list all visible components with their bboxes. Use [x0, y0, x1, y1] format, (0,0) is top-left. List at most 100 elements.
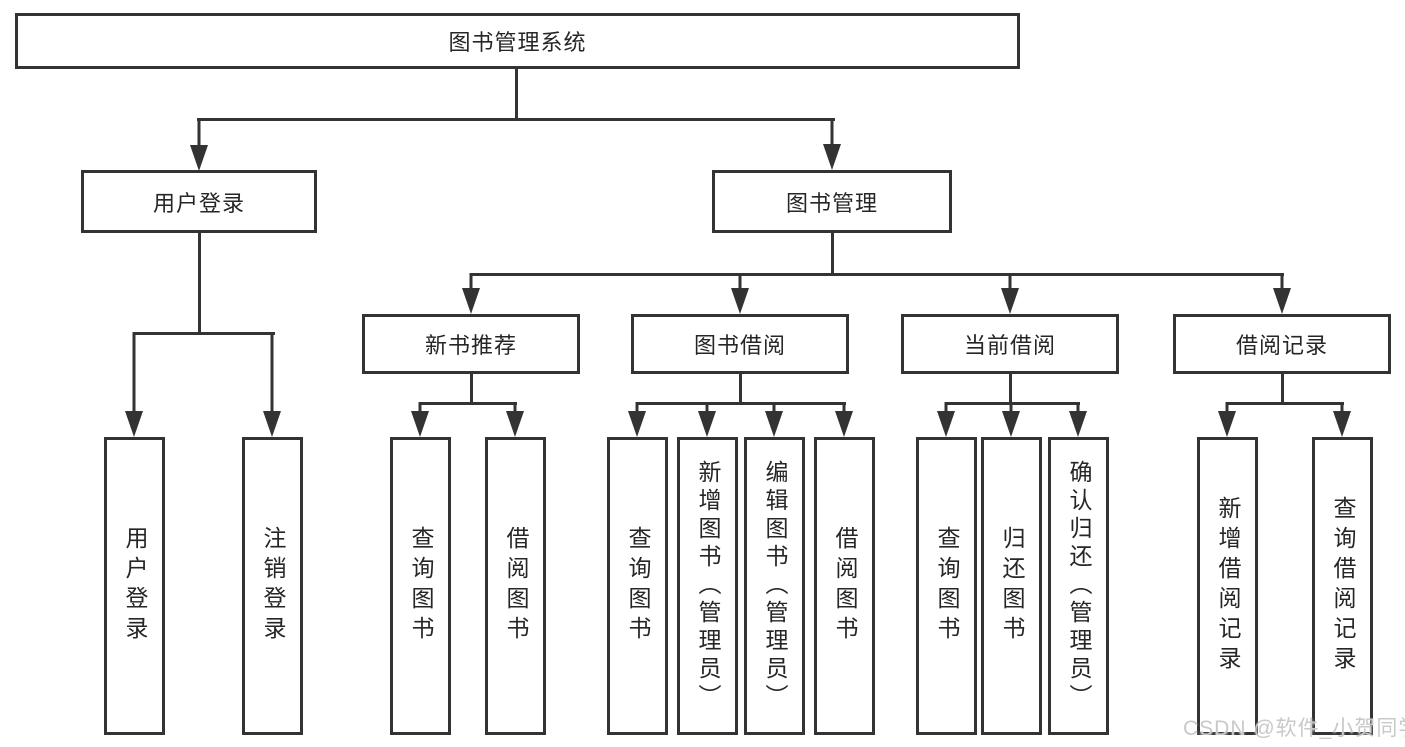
arrow-to-bb-add-books [698, 402, 716, 437]
arrow-line [270, 332, 274, 417]
arrow-down-icon [823, 144, 841, 170]
node-cb-return-books-label: 归还图书 [999, 526, 1025, 646]
node-current-borrow: 当前借阅 [901, 314, 1119, 374]
node-borrow-records-label: 借阅记录 [1235, 333, 1328, 358]
node-br-query-record-label: 查询借阅记录 [1330, 496, 1356, 676]
node-bb-edit-books-label: 编辑图书（管理员） [762, 460, 788, 712]
node-br-add-record: 新增借阅记录 [1197, 437, 1258, 735]
connector-current-borrow-hbar [945, 402, 1080, 405]
arrow-line [1225, 402, 1229, 417]
arrow-down-icon [1001, 288, 1019, 314]
arrow-down-icon [1273, 288, 1291, 314]
node-bb-query-books-label: 查询图书 [625, 526, 651, 646]
node-br-query-record: 查询借阅记录 [1312, 437, 1373, 735]
node-new-book-rec-label: 新书推荐 [424, 333, 517, 358]
node-bb-add-books: 新增图书（管理员） [677, 437, 738, 735]
connector-book-mgmt-hbar [470, 273, 1284, 276]
arrow-to-user-login [190, 118, 208, 171]
arrow-down-icon [937, 411, 955, 437]
node-rec-borrow-books: 借阅图书 [485, 437, 546, 735]
arrow-to-new-book-rec [462, 273, 480, 314]
node-bb-borrow-books: 借阅图书 [814, 437, 875, 735]
node-user-login-label: 用户登录 [152, 190, 245, 216]
node-cb-confirm-return-label: 确认归还（管理员） [1066, 460, 1092, 712]
arrow-down-icon [1333, 411, 1351, 437]
arrow-line [1340, 402, 1344, 417]
arrow-line [842, 402, 846, 417]
node-leaf-logout: 注销登录 [242, 437, 303, 735]
arrow-down-icon [125, 411, 143, 437]
arrow-to-rec-borrow-books [506, 402, 524, 437]
node-bb-borrow-books-label: 借阅图书 [832, 526, 858, 646]
arrow-line [132, 332, 136, 417]
node-book-borrow: 图书借阅 [631, 314, 849, 374]
node-cb-query-books: 查询图书 [916, 437, 977, 735]
node-current-borrow-label: 当前借阅 [963, 333, 1056, 358]
node-cb-return-books: 归还图书 [981, 437, 1042, 735]
node-rec-borrow-books-label: 借阅图书 [503, 526, 529, 646]
arrow-line [1076, 402, 1080, 417]
arrow-line [738, 273, 742, 294]
node-leaf-user-login-label: 用户登录 [122, 526, 148, 646]
connector-current-borrow-stem [1009, 374, 1012, 404]
connector-user-login-hbar [133, 332, 275, 335]
arrow-to-book-borrow [731, 273, 749, 314]
node-book-mgmt-label: 图书管理 [785, 190, 878, 216]
arrow-to-leaf-user-login [125, 332, 143, 437]
connector-new-book-rec-hbar [419, 402, 517, 405]
arrow-down-icon [698, 411, 716, 437]
arrow-to-bb-borrow-books [835, 402, 853, 437]
arrow-line [1008, 273, 1012, 294]
arrow-line [197, 118, 201, 151]
arrow-line [418, 402, 422, 417]
arrow-to-borrow-records [1273, 273, 1291, 314]
arrow-to-leaf-logout [263, 332, 281, 437]
node-new-book-rec: 新书推荐 [362, 314, 580, 374]
arrow-to-cb-query-books [937, 402, 955, 437]
arrow-line [1009, 402, 1013, 417]
csdn-watermark: CSDN @软件_小贺同学 [1183, 717, 1405, 740]
connector-book-borrow-stem [739, 374, 742, 404]
node-book-borrow-label: 图书借阅 [693, 333, 786, 358]
arrow-down-icon [1218, 411, 1236, 437]
arrow-down-icon [765, 411, 783, 437]
node-root: 图书管理系统 [15, 13, 1020, 69]
node-book-mgmt: 图书管理 [712, 170, 952, 233]
node-bb-query-books: 查询图书 [607, 437, 668, 735]
connector-borrow-records-stem [1281, 374, 1284, 404]
node-leaf-logout-label: 注销登录 [260, 526, 286, 646]
arrow-to-br-query-record [1333, 402, 1351, 437]
arrow-down-icon [1002, 411, 1020, 437]
node-bb-edit-books: 编辑图书（管理员） [744, 437, 805, 735]
node-cb-confirm-return: 确认归还（管理员） [1048, 437, 1109, 735]
arrow-down-icon [263, 411, 281, 437]
arrow-line [944, 402, 948, 417]
node-user-login: 用户登录 [81, 170, 317, 233]
connector-book-borrow-hbar [636, 402, 846, 405]
connector-new-book-rec-stem [470, 374, 473, 404]
arrow-to-br-add-record [1218, 402, 1236, 437]
arrow-to-cb-confirm-return [1069, 402, 1087, 437]
node-rec-query-books: 查询图书 [390, 437, 451, 735]
arrow-line [830, 118, 834, 150]
node-bb-add-books-label: 新增图书（管理员） [695, 460, 721, 712]
node-rec-query-books-label: 查询图书 [408, 526, 434, 646]
arrow-line [705, 402, 709, 417]
arrow-to-bb-query-books [628, 402, 646, 437]
connector-root-hbar [197, 118, 835, 121]
arrow-to-bb-edit-books [765, 402, 783, 437]
arrow-line [469, 273, 473, 294]
arrow-to-book-mgmt [823, 118, 841, 170]
arrow-to-rec-query-books [411, 402, 429, 437]
arrow-line [513, 402, 517, 417]
arrow-down-icon [835, 411, 853, 437]
connector-book-mgmt-stem [831, 233, 834, 275]
node-cb-query-books-label: 查询图书 [934, 526, 960, 646]
node-root-label: 图书管理系统 [448, 30, 587, 55]
arrow-line [772, 402, 776, 417]
node-borrow-records: 借阅记录 [1173, 314, 1391, 374]
node-leaf-user-login: 用户登录 [104, 437, 165, 735]
arrow-down-icon [462, 288, 480, 314]
arrow-down-icon [411, 411, 429, 437]
arrow-down-icon [190, 145, 208, 171]
